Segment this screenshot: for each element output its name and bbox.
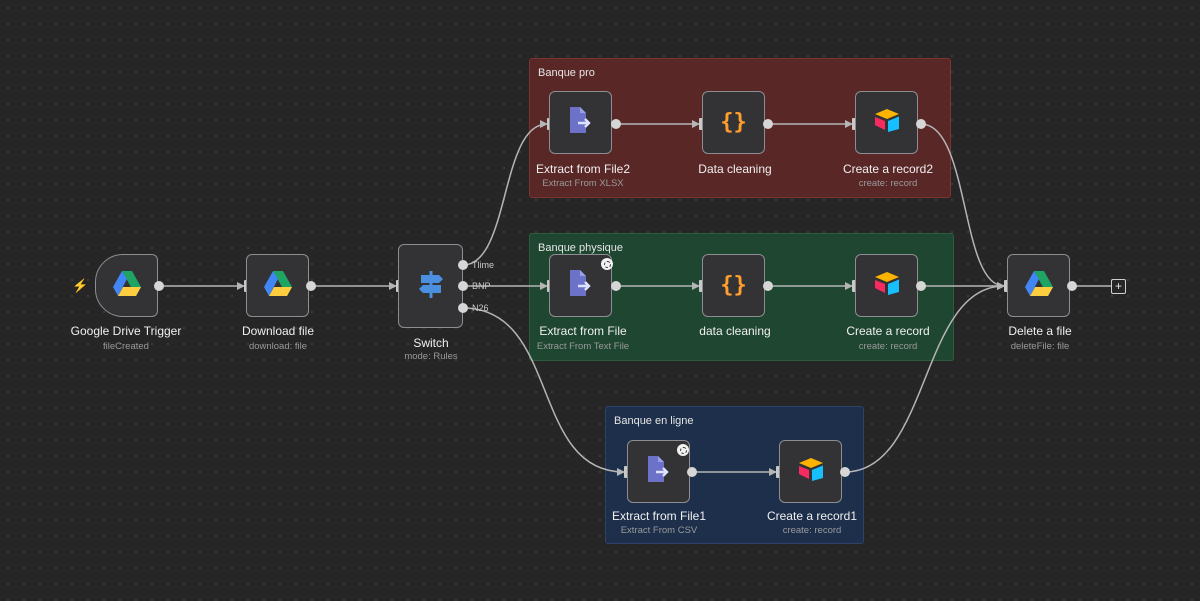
extract-file-icon	[646, 455, 672, 488]
trigger-bolt-icon: ⚡	[72, 278, 89, 293]
node-create-a-record1[interactable]	[779, 440, 842, 503]
node-data-cleaning-physique[interactable]: {}	[702, 254, 765, 317]
node-download-file[interactable]	[246, 254, 309, 317]
group-title: Banque en ligne	[614, 415, 694, 427]
node-create-a-record[interactable]	[855, 254, 918, 317]
output-handle[interactable]	[763, 281, 773, 291]
node-subtitle: create: record	[858, 178, 918, 189]
signpost-icon	[417, 269, 445, 304]
output-handle[interactable]	[154, 281, 164, 291]
output-handle[interactable]	[1067, 281, 1077, 291]
google-drive-icon	[263, 270, 292, 301]
node-subtitle: create: record	[858, 341, 918, 352]
output-handle[interactable]	[840, 467, 850, 477]
loading-badge-icon	[601, 258, 613, 270]
output-handle[interactable]	[916, 119, 926, 129]
airtable-icon	[873, 108, 901, 137]
node-data-cleaning[interactable]: {}	[702, 91, 765, 154]
node-subtitle: mode: Rules	[404, 351, 458, 362]
node-subtitle: fileCreated	[103, 341, 149, 352]
output-handle[interactable]	[611, 119, 621, 129]
node-label: Switch	[413, 336, 449, 350]
output-handle-n26[interactable]	[458, 303, 468, 313]
node-label: Extract from File1	[611, 509, 707, 523]
node-subtitle: Extract From XLSX	[542, 178, 624, 189]
loading-badge-icon	[677, 444, 689, 456]
output-handle-tlime[interactable]	[458, 260, 468, 270]
port-label-tlime: Tlime	[472, 260, 494, 270]
group-title: Banque pro	[538, 67, 595, 79]
node-label: Create a record	[846, 324, 930, 338]
extract-file-icon	[568, 269, 594, 302]
node-label: Delete a file	[1008, 324, 1072, 338]
port-label-n26: N26	[472, 303, 489, 313]
output-handle[interactable]	[916, 281, 926, 291]
input-handle[interactable]	[776, 466, 780, 478]
google-drive-icon	[112, 270, 141, 301]
group-title: Banque physique	[538, 242, 624, 254]
node-label: Create a record2	[842, 162, 934, 176]
output-handle[interactable]	[687, 467, 697, 477]
node-subtitle: Extract From CSV	[620, 525, 698, 536]
node-google-drive-trigger[interactable]	[95, 254, 158, 317]
node-label: Download file	[241, 324, 315, 338]
code-braces-icon: {}	[720, 273, 747, 298]
node-label: data cleaning	[699, 324, 771, 338]
node-extract-from-file2[interactable]	[549, 91, 612, 154]
airtable-icon	[873, 271, 901, 300]
node-subtitle: Extract From Text File	[536, 341, 630, 352]
node-label: Google Drive Trigger	[70, 324, 182, 338]
input-handle[interactable]	[1004, 280, 1008, 292]
node-delete-a-file[interactable]	[1007, 254, 1070, 317]
node-create-a-record2[interactable]	[855, 91, 918, 154]
node-label: Create a record1	[766, 509, 858, 523]
output-handle[interactable]	[763, 119, 773, 129]
extract-file-icon	[568, 106, 594, 139]
airtable-icon	[797, 457, 825, 486]
input-handle[interactable]	[852, 118, 856, 130]
add-node-button[interactable]: +	[1111, 279, 1126, 294]
node-subtitle: download: file	[248, 341, 308, 352]
input-handle[interactable]	[852, 280, 856, 292]
input-handle[interactable]	[624, 466, 628, 478]
node-label: Data cleaning	[698, 162, 772, 176]
output-handle-bnp[interactable]	[458, 281, 468, 291]
code-braces-icon: {}	[720, 110, 747, 135]
node-label: Extract from File	[539, 324, 627, 338]
input-handle[interactable]	[699, 118, 703, 130]
port-label-bnp: BNP	[472, 281, 491, 291]
node-subtitle: deleteFile: file	[1010, 341, 1070, 352]
node-label: Extract from File2	[535, 162, 631, 176]
output-handle[interactable]	[611, 281, 621, 291]
node-subtitle: create: record	[782, 525, 842, 536]
output-handle[interactable]	[306, 281, 316, 291]
node-switch[interactable]	[398, 244, 463, 328]
input-handle[interactable]	[699, 280, 703, 292]
google-drive-icon	[1024, 270, 1053, 301]
